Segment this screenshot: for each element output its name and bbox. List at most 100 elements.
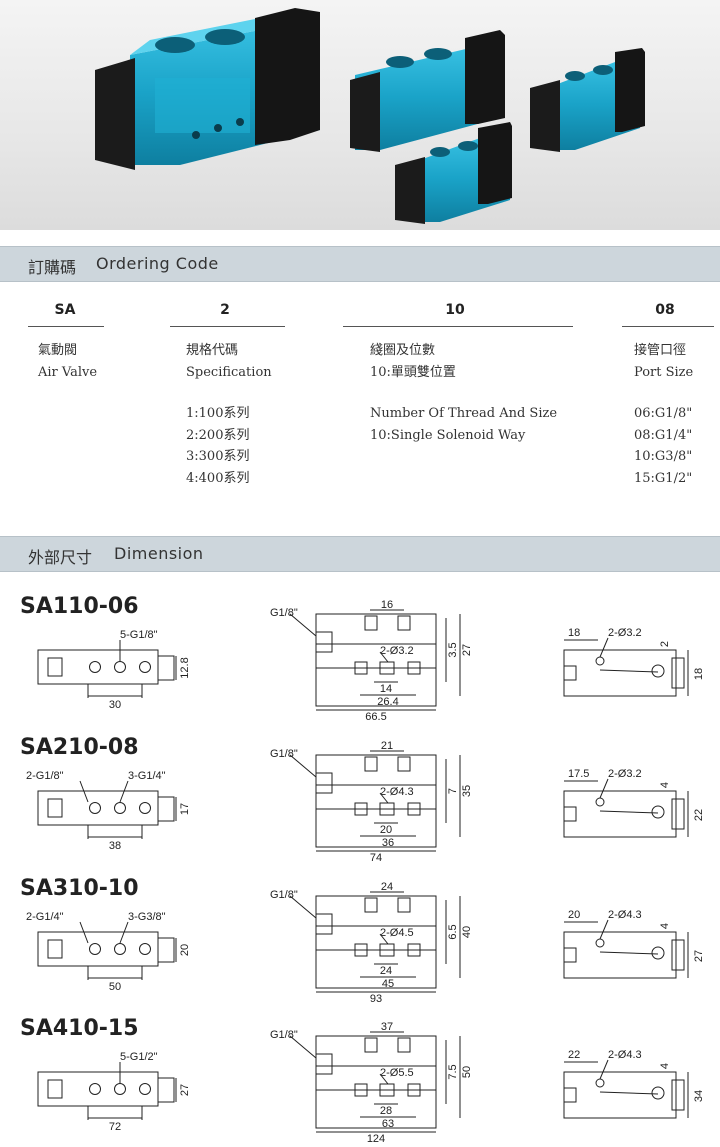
dim-width-label: 72 xyxy=(109,1121,121,1133)
side-v-label: 4 xyxy=(659,1063,671,1069)
port-item: 08:G1/4" xyxy=(634,427,693,443)
code-series: SA xyxy=(54,302,76,318)
top-port xyxy=(397,1037,411,1053)
port-outline xyxy=(563,665,577,681)
dim-d3-label: 124 xyxy=(367,1133,385,1145)
valve-outline xyxy=(315,895,437,989)
leader-line xyxy=(289,613,317,637)
leader-line xyxy=(379,1073,389,1085)
side-hole-label: 2-Ø3.2 xyxy=(608,768,642,780)
dimension-title-en: Dimension xyxy=(114,544,204,563)
leader-line xyxy=(119,780,129,803)
top-view-drawing: 72 27 5-G1/2" xyxy=(37,1051,191,1133)
dim-d3-label: 93 xyxy=(370,993,382,1005)
side-height-label: 34 xyxy=(693,1090,705,1102)
dim-v2-label: 50 xyxy=(461,1066,473,1078)
side-hole-label: 2-Ø4.3 xyxy=(608,1049,642,1061)
port-hole xyxy=(89,661,101,673)
port-hole xyxy=(89,1083,101,1095)
top-port xyxy=(364,1037,378,1053)
mount-hole xyxy=(651,946,665,960)
dim-v1-label: 6.5 xyxy=(447,924,459,939)
top-port xyxy=(364,615,378,631)
side-height-label: 22 xyxy=(693,809,705,821)
dim-d2-label: 36 xyxy=(382,837,394,849)
spec-item: 4:400系列 xyxy=(186,470,250,486)
bottom-port xyxy=(354,1083,368,1097)
model-title: SA210-08 xyxy=(20,735,139,760)
port-item: 15:G1/2" xyxy=(634,470,693,486)
col-label-zh: 接管口徑 xyxy=(634,343,687,358)
port-outline xyxy=(315,913,333,935)
valve-small-bottom-image xyxy=(395,122,512,224)
code-underline xyxy=(343,326,573,327)
solenoid-outline xyxy=(47,657,63,677)
leader-line xyxy=(379,792,389,804)
bottom-port xyxy=(407,1083,421,1097)
spec-item: 2:200系列 xyxy=(186,427,250,443)
dim-v1-label: 7.5 xyxy=(447,1064,459,1079)
bottom-port xyxy=(407,943,421,957)
front-port-label: G1/8" xyxy=(270,1029,298,1041)
side-hole-label: 2-Ø4.3 xyxy=(608,909,642,921)
leader-line xyxy=(79,780,89,803)
dim-top-label: 37 xyxy=(381,1021,393,1033)
body-line xyxy=(599,669,659,673)
leader-line xyxy=(289,1035,317,1059)
col-label-en: Air Valve xyxy=(38,364,98,380)
col-port-size: 接管口徑 Port Size 06:G1/8" 08:G1/4" 10:G3/8… xyxy=(634,340,693,489)
code-port: 08 xyxy=(655,302,675,318)
dim-d3-label: 74 xyxy=(370,852,382,864)
front-port-label: G1/8" xyxy=(270,748,298,760)
port-item: 10:G3/8" xyxy=(634,449,693,464)
dimension-title-zh: 外部尺寸 xyxy=(28,548,93,567)
mount-hole xyxy=(595,797,605,807)
col-label-zh: 綫圈及位數 xyxy=(370,343,436,358)
endcap-outline xyxy=(671,657,685,689)
port-hole xyxy=(139,943,151,955)
spec-item: 3:300系列 xyxy=(186,449,250,464)
bottom-port xyxy=(379,1083,395,1097)
port-hole xyxy=(139,1083,151,1095)
port-left-label: 2-G1/4" xyxy=(26,911,64,923)
side-v-label: 2 xyxy=(659,641,671,647)
port-hole xyxy=(114,1083,126,1095)
mount-hole xyxy=(595,938,605,948)
leader-line xyxy=(379,651,389,663)
leader-line xyxy=(599,778,609,799)
valve-outline xyxy=(315,754,437,848)
dim-top-label: 24 xyxy=(381,881,393,893)
dim-height-label: 27 xyxy=(179,1084,191,1096)
bottom-port xyxy=(407,661,421,675)
bottom-port xyxy=(379,943,395,957)
dim-height-label: 20 xyxy=(179,944,191,956)
valve-outline xyxy=(563,649,677,697)
col-air-valve: 氣動閥 Air Valve xyxy=(38,340,97,383)
valve-outline xyxy=(563,1071,677,1119)
valve-outline xyxy=(563,931,677,979)
mount-hole xyxy=(595,1078,605,1088)
coil-item: Number Of Thread And Size xyxy=(370,406,558,421)
port-hole xyxy=(114,802,126,814)
dim-height-label: 17 xyxy=(179,803,191,815)
dim-v1-label: 3.5 xyxy=(447,642,459,657)
port-spec-label: 5-G1/2" xyxy=(120,1051,158,1063)
ordering-code-title-zh: 訂購碼 xyxy=(28,258,77,277)
dim-v1-label: 7 xyxy=(447,788,459,794)
bolt-label: 2-Ø4.3 xyxy=(380,786,414,798)
endcap-outline xyxy=(671,939,685,971)
leader-line xyxy=(289,895,317,919)
port-outline xyxy=(563,806,577,822)
endcap-outline xyxy=(671,1079,685,1111)
leader-line xyxy=(119,921,129,944)
solenoid-outline xyxy=(47,1079,63,1099)
code-underline xyxy=(170,326,285,327)
valve-outline xyxy=(563,790,677,838)
mount-hole xyxy=(595,656,605,666)
body-line xyxy=(599,951,659,955)
col-specification: 規格代碼 Specification 1:100系列 2:200系列 3:300… xyxy=(186,340,272,489)
